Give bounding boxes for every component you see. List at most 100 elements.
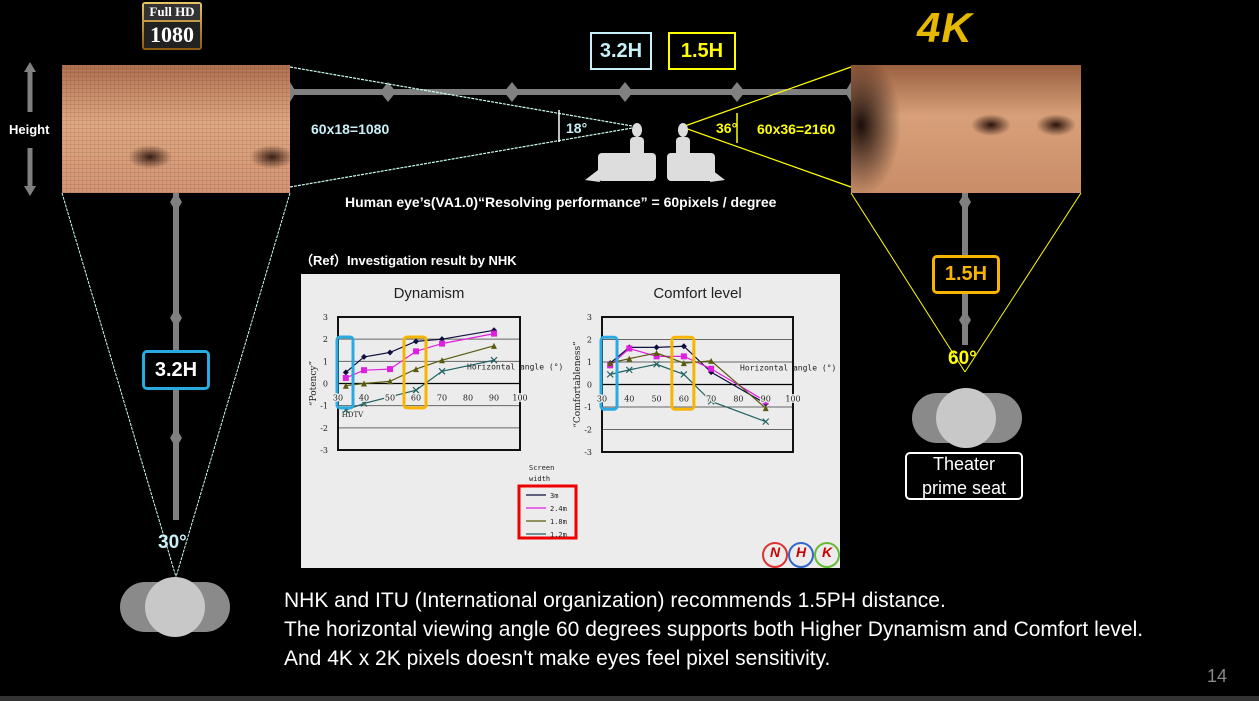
ref-label: （Ref）Investigation result by NHK [300,253,517,268]
data-point [360,400,368,407]
x-axis-label: Horizontal angle (°) [740,364,836,373]
data-point [708,365,715,372]
data-point [342,382,349,389]
data-point [361,353,367,360]
bottom-line-3: And 4K x 2K pixels doesn't make eyes fee… [284,647,831,670]
4k-angle: 36° [716,120,738,136]
x-tick-label: 80 [733,395,743,404]
x-tick-label: 100 [785,395,800,404]
right-angle-label: 60° [948,348,977,369]
nhk-logo: N H K [762,542,840,568]
hdtv-highlight [335,335,355,410]
page-number: 14 [1207,666,1228,686]
fullhd-logo-bottom: 1080 [144,22,200,48]
y-tick-label: 0 [323,380,328,389]
fhd-angle: 18° [566,120,588,136]
x-tick-label: 50 [385,394,395,403]
x-tick-label: 90 [489,394,499,403]
bottom-text: NHK and ITU (International organization)… [284,586,1143,673]
data-point [626,345,633,352]
data-point [439,340,445,347]
legend-item: 2.4m [550,505,567,513]
y-tick-label: -1 [320,402,328,411]
y-tick-label: -1 [584,403,592,412]
bottom-bar [0,696,1259,701]
data-point [361,367,367,374]
x-tick-label: 70 [437,394,447,403]
y-tick-label: 1 [587,358,592,367]
data-point [653,344,660,351]
x-tick-label: 80 [463,394,473,403]
x-tick-label: 30 [333,394,343,403]
x-tick-label: 70 [706,395,716,404]
data-point [438,367,446,375]
callout-1.5h: 1.5H [668,32,736,70]
height-label: Height [9,122,50,137]
data-point [626,355,633,362]
nhk-logo-h: H [788,542,814,568]
legend-box [517,484,578,540]
y-tick-label: -3 [584,448,592,457]
data-point [680,370,688,378]
y-tick-label: -3 [320,446,328,455]
data-point [653,353,660,360]
legend-item: 1.8m [550,518,567,526]
data-point [707,397,715,405]
data-point [680,343,687,350]
viewer-seat-left [120,577,230,637]
resolving-text: Human eye’s(VA1.0)“Resolving performance… [345,194,777,210]
right-distance-box: 1.5H [932,255,1000,294]
4k-face-image [851,65,1081,193]
series-line-3m [609,345,767,405]
data-point [762,405,769,412]
data-point [491,342,497,349]
data-point [762,418,770,426]
y-tick-label: -2 [584,426,592,435]
y-axis-label: “Comfortableness” [572,341,583,427]
data-point [387,378,393,385]
data-point [607,360,614,367]
series-line-1.2m [610,363,766,423]
data-point [413,338,419,345]
series-line-1.8m [610,352,767,409]
data-point [680,353,687,360]
60deg-highlight [670,335,696,411]
x-tick-label: 40 [359,394,369,403]
data-point [387,366,393,373]
nhk-charts: Dynamism 3 2 1 0 -1 -2 -3 “Potency” Horizontal an… [308,285,836,540]
fullhd-logo-top: Full HD [144,4,200,20]
nhk-logo-k: K [814,542,840,568]
y-tick-label: -2 [320,424,328,433]
x-axis-label: Horizontal angle (°) [467,363,563,372]
data-point [490,356,498,364]
legend-title: width [529,475,550,483]
legend-item: 3m [550,492,558,500]
y-tick-label: 2 [587,336,592,345]
data-point [342,369,349,376]
chart-title: Comfort level [653,285,741,302]
x-tick-label: 40 [624,395,634,404]
fullhd-logo: Full HD 1080 [142,2,202,50]
data-point [361,380,367,387]
data-point [342,374,349,381]
data-point [653,350,660,356]
y-tick-label: 3 [587,313,592,322]
x-tick-label: 50 [651,395,661,404]
x-tick-label: 60 [411,394,421,403]
data-point [439,357,445,364]
data-point [680,360,687,367]
nhk-chart-panel: Dynamism 3 2 1 0 -1 -2 -3 “Potency” Horizontal an… [301,274,840,568]
chart-title: Dynamism [394,285,465,302]
data-point [413,348,419,355]
60deg-highlight [402,335,428,410]
fhd-formula: 60x18=1080 [311,121,390,137]
x-tick-label: 30 [597,395,607,404]
legend-title: Screen [529,464,554,472]
nhk-logo-n: N [762,542,788,568]
hdtv-highlight [599,335,619,411]
y-axis-label: “Potency” [308,361,319,406]
4k-logo: 4K [917,4,973,51]
hdtv-annotation: HDTV [342,411,364,419]
data-point [625,366,633,374]
